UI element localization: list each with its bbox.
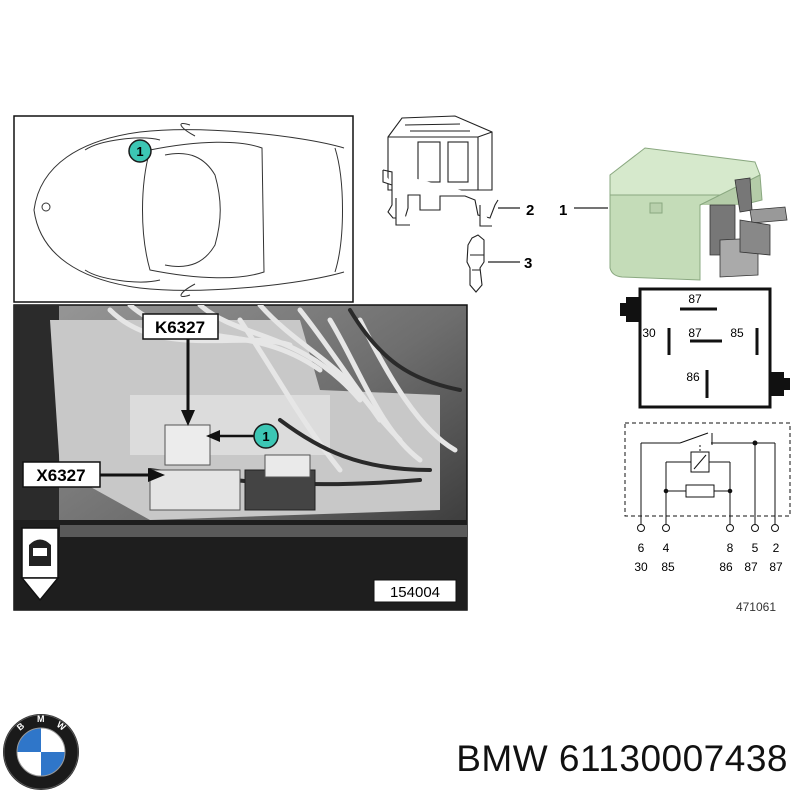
svg-text:B: B xyxy=(15,720,27,732)
pin-number-6: 6 xyxy=(638,541,645,555)
pin-terminal-87a: 87 xyxy=(744,560,758,574)
car-location-icon xyxy=(20,527,60,602)
connector-label-text: X6327 xyxy=(36,466,85,485)
pin-number-5: 5 xyxy=(752,541,759,555)
part-callout-2: 2 xyxy=(526,202,534,219)
pin-number-4: 4 xyxy=(663,541,670,555)
terminal-pin-drawing xyxy=(466,234,485,293)
relay-schematic xyxy=(624,422,791,532)
photo-callout-text: 1 xyxy=(262,429,269,444)
part-callout-3: 3 xyxy=(524,255,532,272)
relay-pinout-box: 87 30 87 85 86 xyxy=(620,287,790,409)
pin-terminal-85: 85 xyxy=(661,560,675,574)
photo-number-box: 154004 xyxy=(373,579,457,603)
pin-terminal-30: 30 xyxy=(634,560,648,574)
drawing-number: 471061 xyxy=(736,600,776,614)
photo-number-text: 154004 xyxy=(390,584,440,601)
relay-label-text: K6327 xyxy=(155,318,205,337)
relay-socket-drawing xyxy=(382,115,499,227)
footer: BMW 61130007438 xyxy=(0,700,800,800)
pin-number-2: 2 xyxy=(773,541,780,555)
pin-number-8: 8 xyxy=(727,541,734,555)
vehicle-locator-panel: 1 xyxy=(13,115,354,303)
bmw-logo: B M W xyxy=(3,714,79,790)
locator-callout-text: 1 xyxy=(136,144,143,159)
pinout-85: 85 xyxy=(730,326,744,340)
part-callout-1: 1 xyxy=(559,202,567,219)
pinout-87-mid: 87 xyxy=(688,326,702,340)
svg-text:M: M xyxy=(37,714,45,724)
pinout-86: 86 xyxy=(686,370,700,384)
relay-module-drawing xyxy=(609,147,788,281)
pinout-87-top: 87 xyxy=(688,292,702,306)
fuel-cap-marker xyxy=(41,202,51,212)
pin-terminal-87b: 87 xyxy=(769,560,783,574)
connector-label-x6327: X6327 xyxy=(22,461,101,488)
locator-callout-1: 1 xyxy=(128,139,152,163)
brand-part-number: BMW 61130007438 xyxy=(456,738,788,779)
installation-photo: K6327 X6327 1 154004 xyxy=(13,304,468,611)
car-outline xyxy=(33,122,345,298)
pinout-30: 30 xyxy=(642,326,656,340)
pin-terminal-86: 86 xyxy=(719,560,733,574)
relay-label-k6327: K6327 xyxy=(142,313,219,340)
photo-callout-1: 1 xyxy=(253,423,279,449)
schematic-pin-labels: 6 4 8 5 2 30 85 86 87 87 xyxy=(634,541,783,574)
